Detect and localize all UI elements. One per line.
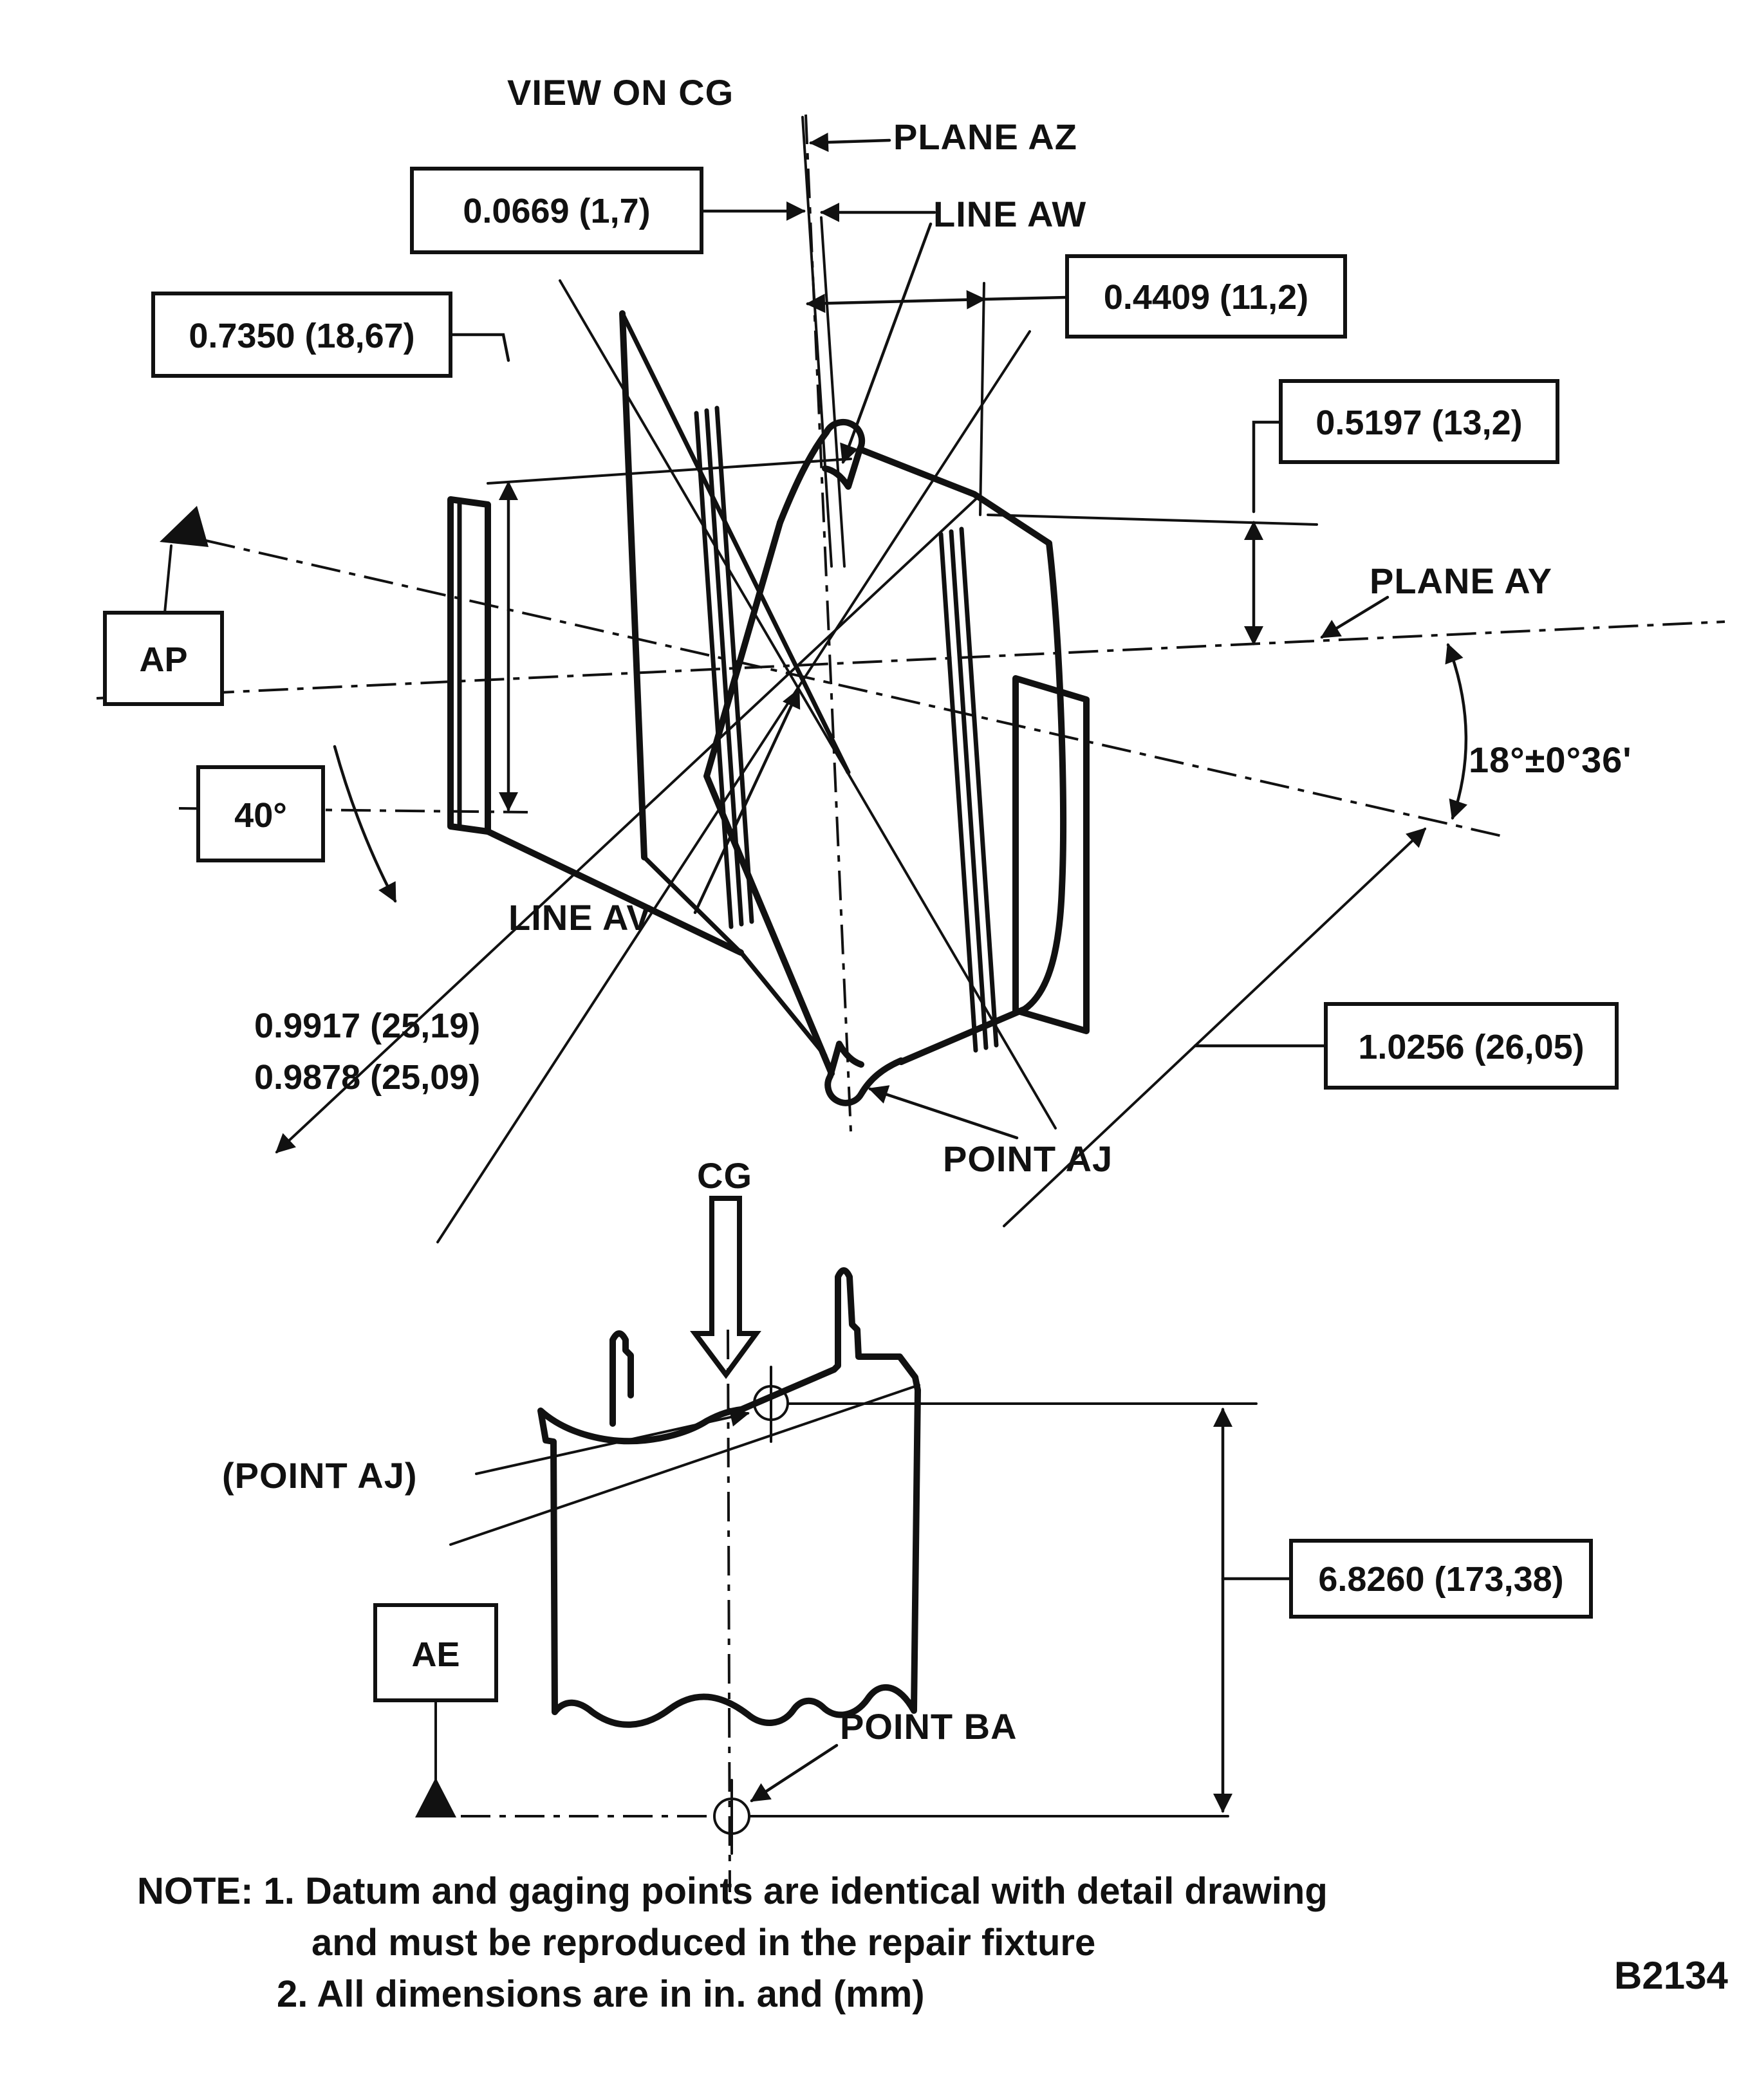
lower-left-boundary — [485, 828, 744, 956]
point-aj-leader — [868, 1085, 1019, 1140]
dim-box-0669 — [410, 167, 703, 254]
cg-label: CG — [697, 1155, 752, 1196]
dim-box-4409 — [1065, 254, 1347, 339]
platform-chord-line — [449, 1384, 920, 1546]
point-aj-ref-leader — [475, 1408, 750, 1475]
dim-4409-tail — [982, 295, 1069, 301]
angle-40-arc — [333, 745, 397, 903]
left-fin — [609, 1330, 634, 1427]
datum-box-ae — [373, 1603, 498, 1702]
dim-text-7350: 0.7350 (18,67) — [189, 317, 414, 355]
dim-text-9917: 0.9917 (25,19) — [254, 1007, 480, 1045]
vertex-horizontal-extension — [987, 514, 1318, 526]
platform-right-edge — [898, 540, 1066, 1065]
dim-text-68260: 6.8260 (173,38) — [1318, 1560, 1563, 1599]
point-ba-label: POINT BA — [840, 1706, 1018, 1747]
angle-40-label: 40° — [234, 796, 287, 835]
vertex-vertical-extension — [979, 282, 985, 516]
notes-block: NOTE: 1. Datum and gaging points are ide… — [137, 1870, 1328, 2015]
datum-ae-triangle-icon — [415, 1778, 456, 1817]
top-hook-notch — [777, 418, 866, 526]
triangle-hypotenuse — [620, 311, 851, 775]
point-ba-leader — [750, 1743, 839, 1803]
plane-ay-leader — [1320, 595, 1390, 639]
plane-ay-label: PLANE AY — [1370, 561, 1552, 601]
platform-top-right-edge — [857, 446, 1052, 546]
cg-down-arrow-icon — [690, 1196, 761, 1379]
point-aj-ref-label: (POINT AJ) — [222, 1455, 417, 1496]
line-av-leader — [693, 688, 801, 915]
right-stack-lines — [938, 526, 999, 1053]
line-aw-label: LINE AW — [933, 194, 1086, 234]
dim-text-5197: 0.5197 (13,2) — [1315, 404, 1522, 442]
view-title: VIEW ON CG — [507, 72, 734, 113]
platform-left-edges — [703, 519, 835, 1077]
dim-4409-line — [806, 290, 986, 313]
angle-18-arc — [1445, 643, 1468, 820]
ap-axis-centerline — [205, 539, 1505, 838]
plane-az-extension-line — [801, 116, 833, 568]
top-edge-extension — [487, 458, 852, 485]
gage-length-line-av — [275, 496, 980, 1154]
dim-text-10256: 1.0256 (26,05) — [1358, 1028, 1584, 1066]
triangle-bottom-edge — [642, 855, 828, 1058]
note-line-2: and must be reproduced in the repair fix… — [311, 1922, 1095, 1964]
dim-text-0669: 0.0669 (1,7) — [463, 192, 650, 230]
dim-box-40 — [196, 765, 325, 862]
root-centerline — [727, 1329, 731, 1893]
left-plate — [447, 496, 491, 835]
point-aj-label: POINT AJ — [943, 1138, 1113, 1179]
blade-root-profile — [537, 1267, 921, 1728]
plane-az-label: PLANE AZ — [893, 116, 1077, 157]
datum-ap-label: AP — [139, 640, 187, 679]
line-aw-extension-line — [820, 216, 846, 568]
line-av-label: LINE AV — [508, 897, 651, 938]
dim-box-10256 — [1324, 1002, 1619, 1090]
dim-text-4409: 0.4409 (11,2) — [1104, 278, 1308, 317]
datum-ae-label: AE — [411, 1635, 460, 1674]
datum-ap-triangle-icon — [160, 506, 209, 547]
note-line-1: NOTE: 1. Datum and gaging points are ide… — [137, 1870, 1328, 1912]
triangle-left-edge — [619, 310, 647, 860]
datum-box-ap — [103, 611, 224, 706]
datum-ap-stem — [163, 544, 172, 614]
dim-box-7350 — [151, 292, 452, 378]
dim-text-9878: 0.9878 (25,09) — [254, 1058, 480, 1097]
lower-view: CG (POINT AJ) 6.8260 (173,38) AE POINT B… — [222, 1155, 1593, 1893]
line-aw-leader — [840, 222, 933, 464]
right-plate — [1012, 675, 1090, 1034]
figure-number: B2134 — [1614, 1954, 1728, 1997]
angle-18-label: 18°±0°36' — [1469, 739, 1632, 780]
plane-az-leader — [809, 133, 891, 153]
gage-length-line-aj — [1003, 827, 1427, 1227]
note-line-3: 2. All dimensions are in in. and (mm) — [277, 1973, 925, 2015]
dim-7350-elbow — [449, 333, 510, 362]
plane-ay-centerline — [96, 620, 1725, 700]
dim-5197-elbow — [1252, 420, 1283, 514]
upper-view: 0.0669 (1,7) 0.4409 (11,2) 0.7350 (18,67… — [96, 72, 1725, 1243]
dim-box-68260 — [1289, 1539, 1593, 1619]
bottom-hook-notch — [824, 1041, 904, 1106]
